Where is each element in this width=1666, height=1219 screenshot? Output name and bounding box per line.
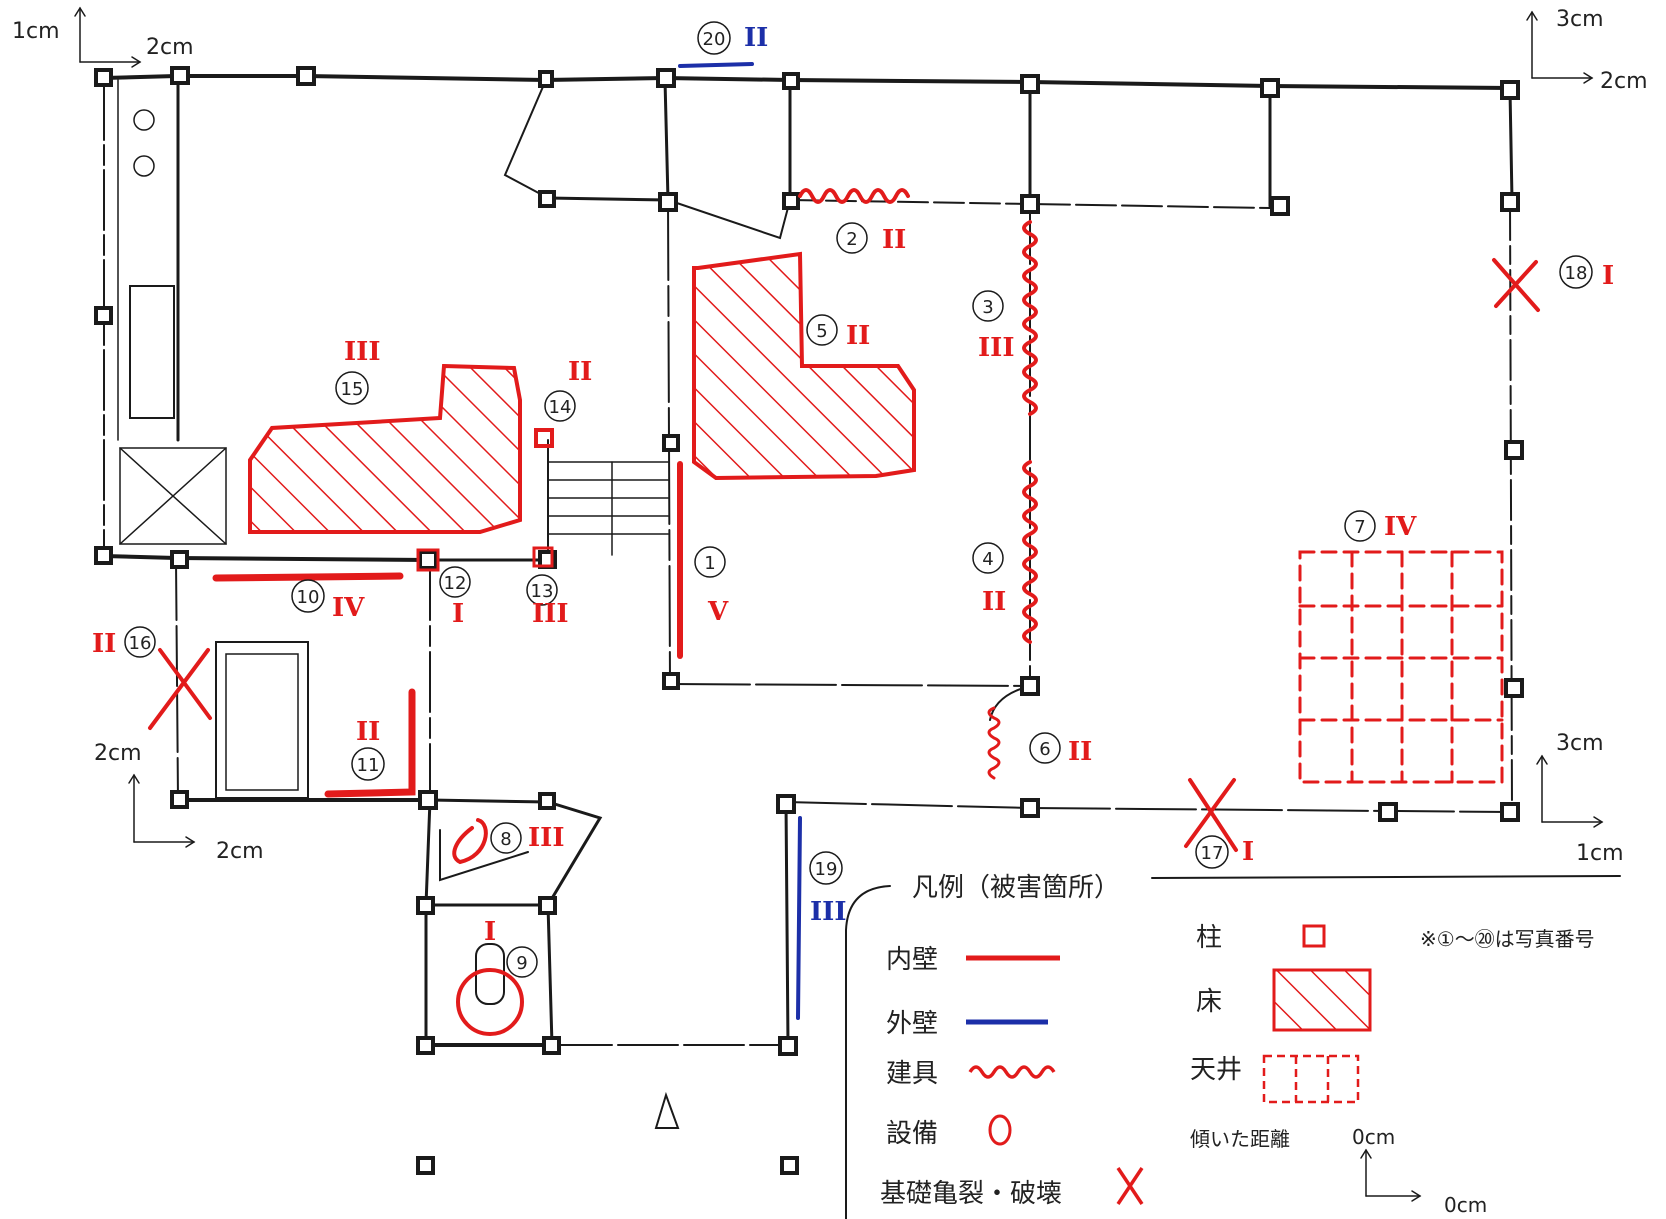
measure-br-horizontal: 1cm (1576, 841, 1624, 866)
floor-damage-5 (692, 251, 916, 481)
photo-number-13: 13 (531, 581, 554, 602)
walls (74, 6, 1621, 1219)
grade-3: III (978, 333, 1015, 363)
foundation-damage-17 (1184, 778, 1238, 852)
legend-interior-wall-label: 内壁 (886, 945, 938, 975)
fittings-damage-2 (798, 188, 910, 204)
fittings-damage-6 (987, 706, 1001, 780)
floor-damage-15 (248, 363, 522, 534)
grade-5: II (846, 321, 870, 351)
legend-foundation-label: 基礎亀裂・破壊 (880, 1179, 1062, 1209)
photo-number-12: 12 (444, 573, 467, 594)
legend-exterior-wall-label: 外壁 (886, 1009, 938, 1039)
photo-number-20: 20 (703, 29, 726, 50)
legend-floor-label: 床 (1196, 987, 1222, 1017)
grade-9: I (484, 917, 496, 947)
grade-15: III (344, 337, 381, 367)
grade-12: I (452, 599, 464, 629)
photo-number-16: 16 (129, 633, 152, 654)
photo-number-4: 4 (982, 549, 993, 570)
photo-number-17: 17 (1201, 843, 1224, 864)
measure-tl-vertical: 1cm (12, 19, 60, 44)
legend: 凡例（被害箇所） 内壁 外壁 建具 設備 基礎亀裂・破壊 柱 床 天井 傾いた距… (880, 873, 1595, 1217)
measure-ml-vertical: 2cm (94, 741, 142, 766)
grade-13: III (532, 599, 569, 629)
photo-number-19: 19 (815, 859, 838, 880)
grade-14: II (568, 357, 592, 387)
grade-16: II (92, 629, 116, 659)
grade-2: II (882, 225, 906, 255)
photo-number-15: 15 (341, 379, 364, 400)
grade-20: II (744, 23, 768, 53)
measure-tr-vertical: 3cm (1556, 7, 1604, 32)
grade-18: I (1602, 261, 1614, 291)
equipment-damage-9 (456, 968, 524, 1036)
interior-wall-damage-10 (212, 572, 404, 582)
photo-number-1: 1 (704, 553, 715, 574)
columns (94, 66, 1524, 1175)
photo-circles (124, 21, 1593, 978)
photo-number-5: 5 (816, 321, 827, 342)
legend-tilt-vertical: 0cm (1352, 1125, 1395, 1149)
foundation-damage-16 (148, 648, 212, 730)
legend-note: ※①～⑳は写真番号 (1420, 927, 1595, 951)
measure-br-vertical: 3cm (1556, 731, 1604, 756)
photo-number-11: 11 (357, 755, 380, 776)
exterior-wall-damage-20 (678, 62, 754, 68)
legend-tilt-label: 傾いた距離 (1190, 1127, 1290, 1151)
grade-1: V (707, 597, 729, 627)
photo-number-18: 18 (1565, 263, 1588, 284)
photo-number-10: 10 (297, 587, 320, 608)
grade-11: II (356, 717, 380, 747)
photo-number-14: 14 (549, 397, 572, 418)
photo-number-7: 7 (1354, 517, 1365, 538)
fittings-damage-3 (1022, 220, 1038, 416)
legend-column-label: 柱 (1196, 923, 1222, 953)
exterior-wall-damage-19 (796, 816, 802, 1020)
ceiling-damage-7 (1298, 550, 1504, 784)
photo-number-8: 8 (500, 829, 511, 850)
measure-ml-horizontal: 2cm (216, 839, 264, 864)
damage-marks (148, 188, 1540, 1036)
grade-10: IV (332, 593, 365, 623)
fittings-damage-4 (1022, 460, 1038, 644)
photo-number-3: 3 (982, 297, 993, 318)
legend-fittings-label: 建具 (886, 1059, 938, 1089)
photo-number-9: 9 (516, 953, 527, 974)
grade-17: I (1242, 837, 1254, 867)
interior-wall-damage-11 (324, 688, 416, 798)
legend-ceiling-label: 天井 (1190, 1055, 1242, 1085)
measure-tr-horizontal: 2cm (1600, 69, 1648, 94)
measure-tl-horizontal: 2cm (146, 35, 194, 60)
legend-equipment-label: 設備 (886, 1119, 938, 1149)
exterior-wall-damage (678, 62, 802, 1020)
photo-number-2: 2 (846, 229, 857, 250)
foundation-damage-18 (1492, 258, 1540, 312)
photo-number-6: 6 (1039, 739, 1050, 760)
legend-tilt-horizontal: 0cm (1444, 1193, 1487, 1217)
grade-4: II (982, 587, 1006, 617)
legend-title: 凡例（被害箇所） (912, 873, 1120, 903)
grade-8: III (528, 823, 565, 853)
grade-6: II (1068, 737, 1092, 767)
grade-7: IV (1384, 512, 1417, 542)
grade-19: III (810, 897, 847, 927)
equipment-damage-8 (452, 818, 488, 865)
